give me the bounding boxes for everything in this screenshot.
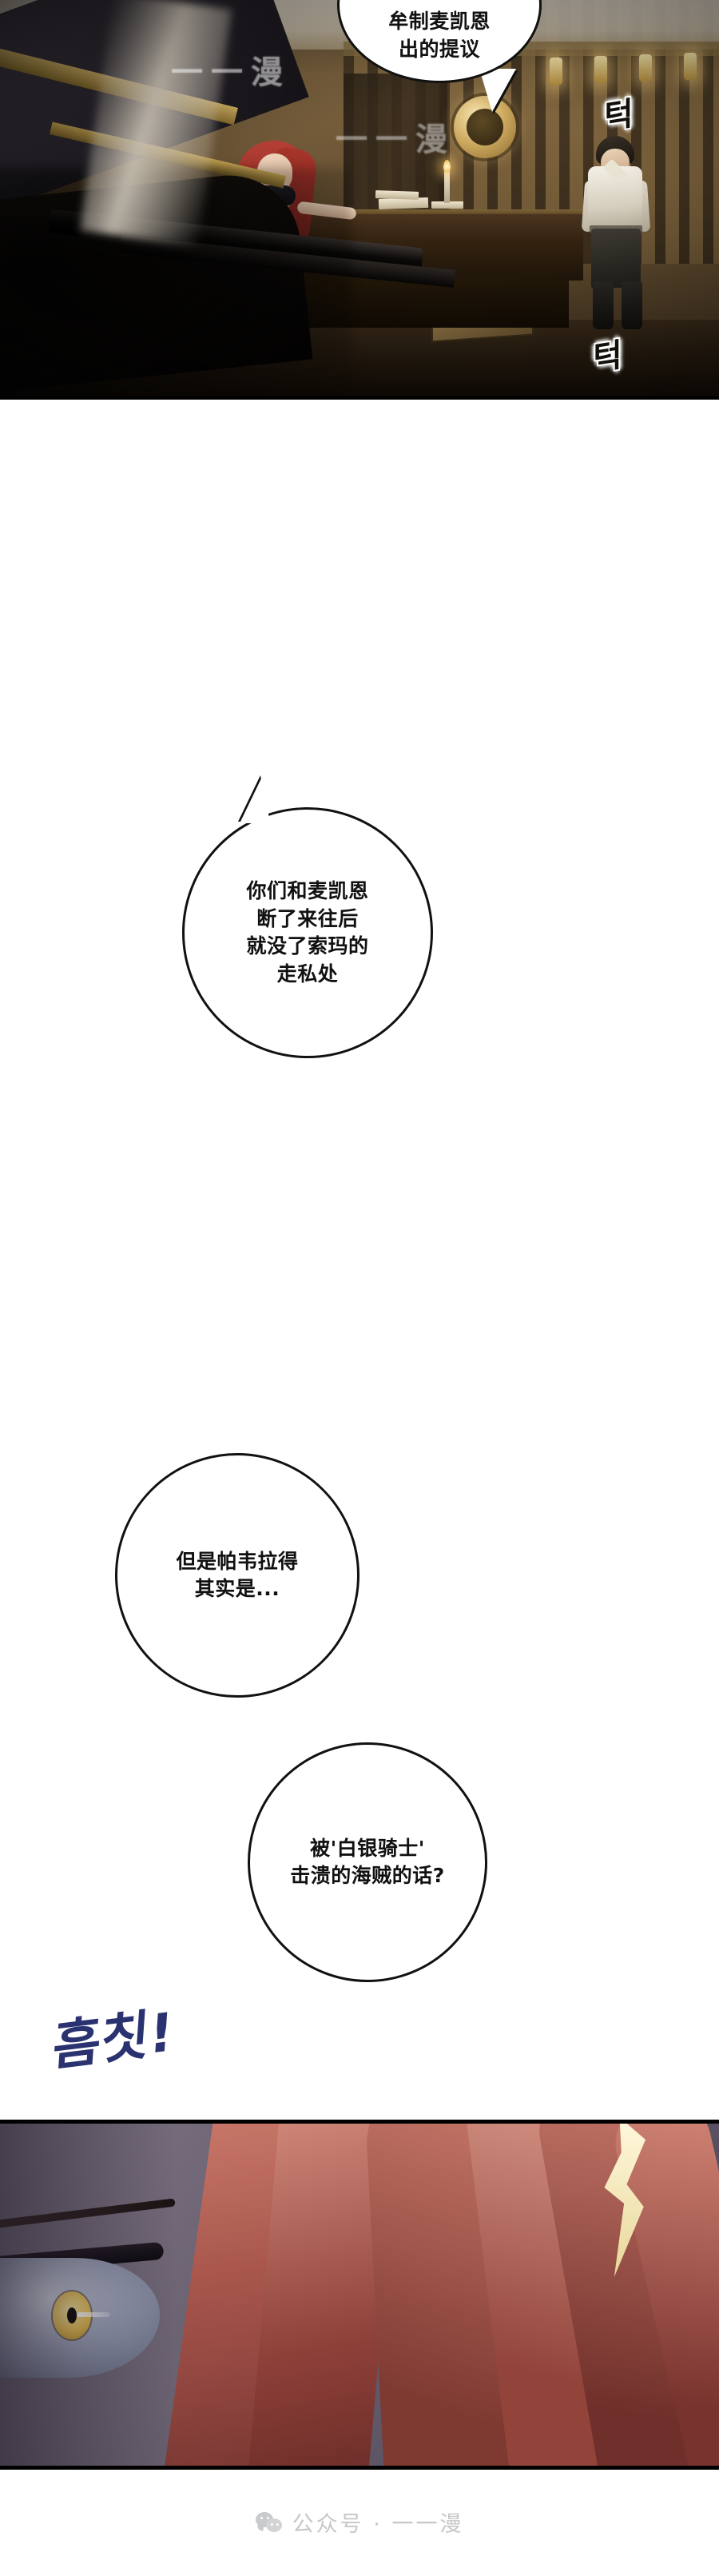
wall-sconce <box>639 54 652 82</box>
speech-bubble-third: 但是帕韦拉得 其实是... <box>115 1453 360 1698</box>
wall-sconce <box>684 53 697 80</box>
man-trousers <box>591 229 641 288</box>
footer-text: 公众号 · 一一漫 <box>292 2512 464 2537</box>
panel-shadow-left <box>0 2124 176 2466</box>
man-boot <box>593 281 614 329</box>
sound-effect-thud-upper: 턱 <box>604 94 634 137</box>
bubble-tail-second <box>240 777 270 823</box>
page-footer: 公众号 · 一一漫 <box>0 2470 719 2576</box>
wechat-icon <box>255 2511 283 2533</box>
candle-flame <box>443 160 451 173</box>
speech-bubble-fourth-text: 被'白银骑士' 击溃的海贼的话? <box>290 1836 445 1888</box>
speech-bubble-top-text: 牟制麦凯恩 出的提议 <box>388 10 491 61</box>
sound-effect-thud-lower: 턱 <box>593 336 622 379</box>
paper-stack <box>375 190 419 200</box>
sound-effect-startle: 흠칫! <box>50 2001 176 2078</box>
comic-panel-eyes-closeup <box>0 2120 719 2470</box>
speech-bubble-second-text: 你们和麦凯恩 断了来往后 就没了索玛的 走私处 <box>246 879 369 985</box>
man-boot <box>622 281 642 329</box>
speech-bubble-third-text: 但是帕韦拉得 其实是... <box>176 1549 299 1601</box>
footer-credit: 公众号 · 一一漫 <box>0 2506 719 2538</box>
wall-sconce <box>594 56 607 83</box>
bubble-tail-top <box>479 69 516 112</box>
wall-sconce <box>550 58 562 85</box>
speech-bubble-fourth: 被'白银骑士' 击溃的海贼的话? <box>248 1742 487 1982</box>
speech-bubble-second: 你们和麦凯恩 断了来往后 就没了索玛的 走私处 <box>182 807 433 1058</box>
comic-panel-office: 一一漫 一一漫 턱 턱 <box>0 0 719 400</box>
candle <box>444 171 450 203</box>
